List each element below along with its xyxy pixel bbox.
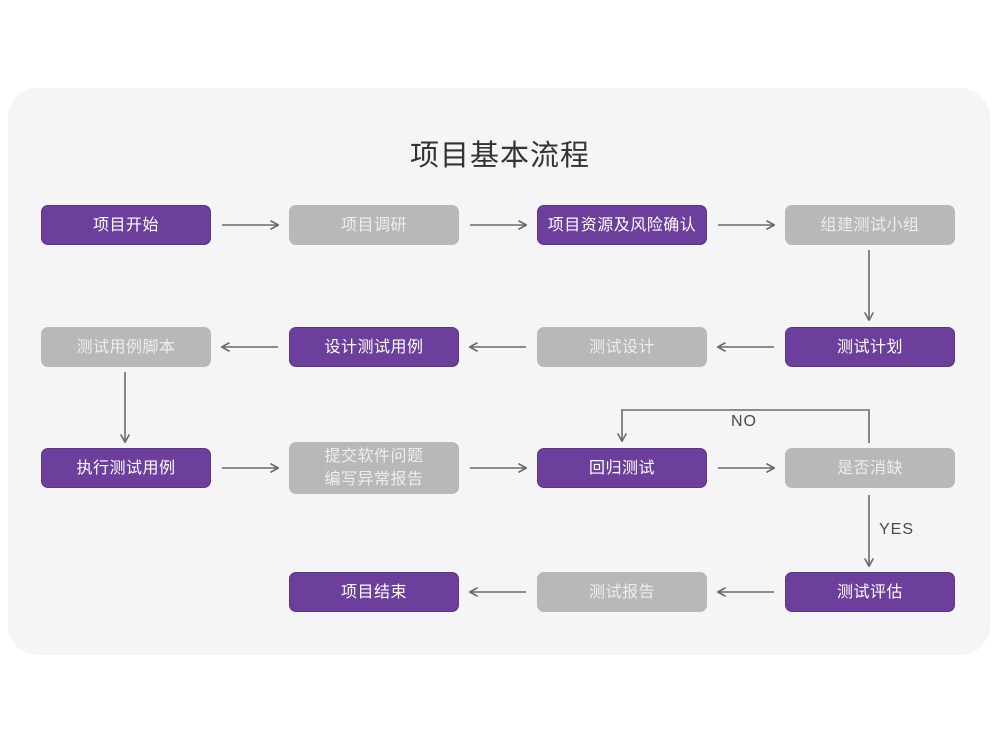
page-title: 项目基本流程 <box>409 140 590 172</box>
node-project-research[interactable]: 项目调研 <box>289 205 459 245</box>
node-test-case-script[interactable]: 测试用例脚本 <box>41 327 211 367</box>
node-test-plan[interactable]: 测试计划 <box>785 327 955 367</box>
node-submit-defect-report[interactable]: 提交软件问题 编写异常报告 <box>289 442 459 494</box>
flowchart-card <box>8 88 990 655</box>
node-execute-test-case[interactable]: 执行测试用例 <box>41 448 211 488</box>
node-test-design[interactable]: 测试设计 <box>537 327 707 367</box>
node-design-test-case[interactable]: 设计测试用例 <box>289 327 459 367</box>
node-test-report[interactable]: 测试报告 <box>537 572 707 612</box>
node-resource-risk-confirm[interactable]: 项目资源及风险确认 <box>537 205 707 245</box>
edge-label-no: NO <box>731 413 757 430</box>
edge-label-yes: YES <box>879 521 915 538</box>
node-regression-test[interactable]: 回归测试 <box>537 448 707 488</box>
node-test-evaluation[interactable]: 测试评估 <box>785 572 955 612</box>
node-project-end[interactable]: 项目结束 <box>289 572 459 612</box>
node-form-test-team[interactable]: 组建测试小组 <box>785 205 955 245</box>
node-defect-resolved-decision[interactable]: 是否消缺 <box>785 448 955 488</box>
node-project-start[interactable]: 项目开始 <box>41 205 211 245</box>
